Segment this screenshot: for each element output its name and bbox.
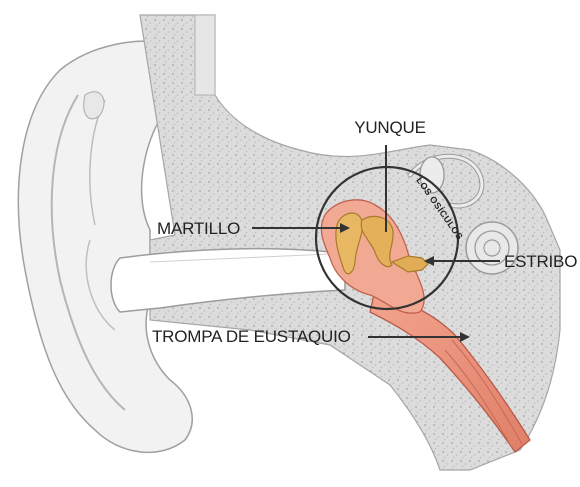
malleus-label: MARTILLO <box>157 219 240 238</box>
stapes-label: ESTRIBO <box>504 252 577 271</box>
eustachian-tube-label: TROMPA DE EUSTAQUIO <box>152 327 351 346</box>
incus-label: YUNQUE <box>354 118 426 137</box>
